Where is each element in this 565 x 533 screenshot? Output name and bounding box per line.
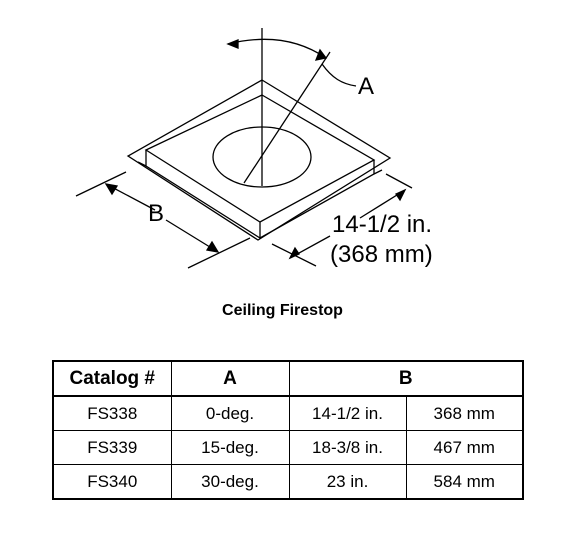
table-row: FS338 0-deg. 14-1/2 in. 368 mm <box>52 395 524 431</box>
cell-b-metric: 467 mm <box>405 430 524 465</box>
label-a: A <box>358 73 374 100</box>
cell-a: 30-deg. <box>170 464 290 500</box>
flange-outline <box>126 79 392 241</box>
catalog-table: Catalog # A B FS338 0-deg. 14-1/2 in. 36… <box>52 360 525 500</box>
firestop-diagram: A B 14-1/2 in. (368 mm) <box>75 28 433 269</box>
angle-line <box>243 51 331 184</box>
table-row: FS340 30-deg. 23 in. 584 mm <box>52 464 524 500</box>
cell-catalog: FS339 <box>52 430 172 465</box>
cell-catalog: FS340 <box>52 464 172 500</box>
cell-b-imperial: 14-1/2 in. <box>288 395 407 431</box>
label-b: B <box>148 200 164 227</box>
cell-b-imperial: 18-3/8 in. <box>288 430 407 465</box>
header-a: A <box>170 360 290 397</box>
cell-b-metric: 584 mm <box>405 464 524 500</box>
cell-a: 0-deg. <box>170 395 290 431</box>
table-row: FS339 15-deg. 18-3/8 in. 467 mm <box>52 430 524 465</box>
ext-line-b2 <box>187 237 251 269</box>
cell-catalog: FS338 <box>52 395 172 431</box>
ext-line-c2 <box>385 173 413 189</box>
cell-b-metric: 368 mm <box>405 395 524 431</box>
header-catalog: Catalog # <box>52 360 172 397</box>
cell-b-imperial: 23 in. <box>288 464 407 500</box>
ext-line-b1 <box>75 171 127 197</box>
leader-a <box>321 63 357 87</box>
cell-a: 15-deg. <box>170 430 290 465</box>
header-b: B <box>288 360 524 397</box>
dim-metric-label: (368 mm) <box>330 241 433 268</box>
angle-arc <box>227 38 327 59</box>
table-header-row: Catalog # A B <box>52 360 524 397</box>
dim-imperial-label: 14-1/2 in. <box>332 211 432 238</box>
figure-caption: Ceiling Firestop <box>222 302 343 319</box>
